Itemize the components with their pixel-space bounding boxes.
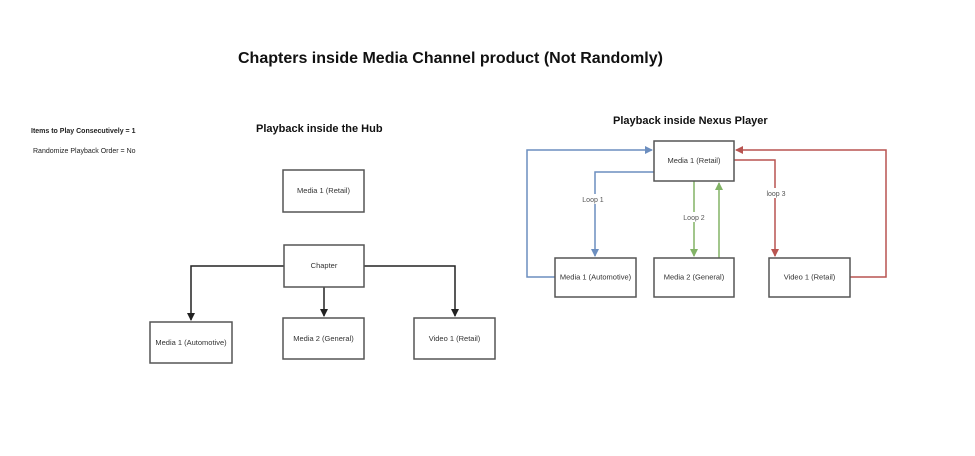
loop3-label: loop 3 — [766, 191, 785, 198]
hub-box-chapter: Chapter — [283, 244, 365, 288]
hub-box-general: Media 2 (General) — [282, 317, 365, 360]
hub-box-video: Video 1 (Retail) — [413, 317, 496, 360]
hub-box-video-label: Video 1 (Retail) — [429, 334, 481, 343]
nexus-box-general: Media 2 (General) — [653, 257, 735, 298]
nexus-box-root: Media 1 (Retail) — [653, 140, 735, 182]
nexus-loop3-back — [735, 146, 887, 278]
nexus-loop1-back — [526, 146, 653, 278]
nexus-box-video-label: Video 1 (Retail) — [784, 272, 836, 281]
hub-heading: Playback inside the Hub — [256, 123, 383, 135]
nexus-loop3-out — [734, 159, 779, 257]
randomize-note: Randomize Playback Order = No — [33, 148, 136, 155]
hub-box-automotive-label: Media 1 (Automotive) — [155, 338, 227, 347]
hub-box-standalone-label: Media 1 (Retail) — [297, 186, 350, 195]
hub-box-chapter-label: Chapter — [311, 261, 338, 270]
hub-box-general-label: Media 2 (General) — [293, 334, 354, 343]
nexus-box-automotive: Media 1 (Automotive) — [554, 257, 637, 298]
hub-edge-automotive — [187, 265, 284, 321]
nexus-loop1-out — [591, 171, 654, 257]
nexus-box-general-label: Media 2 (General) — [664, 272, 725, 281]
nexus-box-automotive-label: Media 1 (Automotive) — [560, 272, 632, 281]
hub-box-automotive: Media 1 (Automotive) — [149, 321, 233, 364]
hub-edge-video — [364, 265, 459, 317]
loop1-label: Loop 1 — [582, 197, 604, 204]
hub-box-standalone: Media 1 (Retail) — [282, 169, 365, 213]
nexus-box-root-label: Media 1 (Retail) — [668, 156, 721, 165]
page-title: Chapters inside Media Channel product (N… — [238, 50, 663, 67]
loop2-label: Loop 2 — [683, 215, 705, 222]
nexus-box-video: Video 1 (Retail) — [768, 257, 851, 298]
nexus-heading: Playback inside Nexus Player — [613, 115, 768, 127]
items-consecutive-note: Items to Play Consecutively = 1 — [31, 128, 136, 135]
